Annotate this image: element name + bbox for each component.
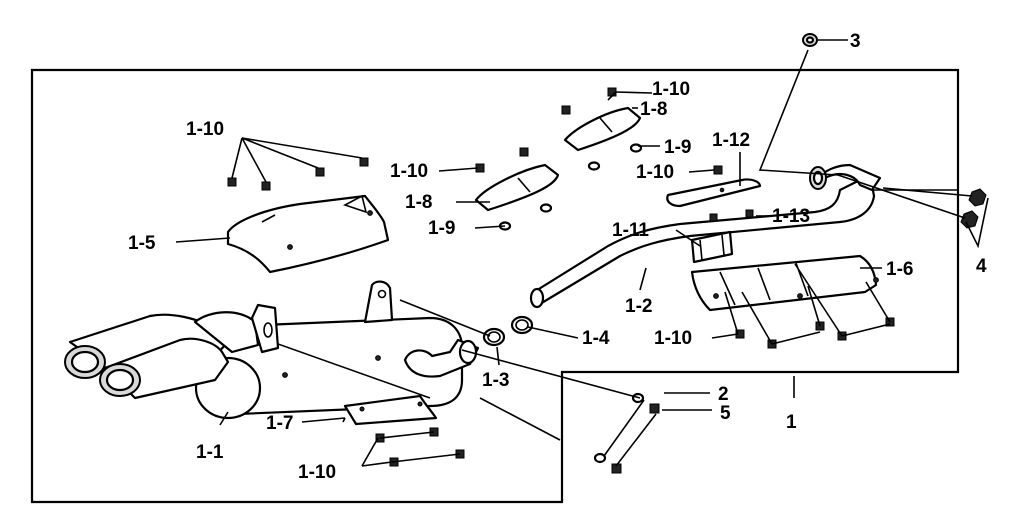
label-1-10-bottom-right: 1-10 <box>654 328 692 349</box>
leader-lines <box>175 39 989 467</box>
label-1-6: 1-6 <box>886 259 913 280</box>
heat-shield-side <box>690 254 879 312</box>
label-1: 1 <box>786 412 797 433</box>
nut-4a <box>968 188 987 207</box>
bolt-1-13a <box>709 213 718 222</box>
label-1-4: 1-4 <box>582 328 610 349</box>
label-1-10-mid: 1-10 <box>390 161 428 182</box>
assembly-frame <box>30 68 960 504</box>
heat-shield-small <box>343 394 438 426</box>
heat-shield-upper <box>563 106 642 152</box>
sealing-ring <box>510 315 534 335</box>
nut-4b <box>960 210 979 229</box>
label-1-3: 1-3 <box>482 370 509 391</box>
tail-pipes <box>64 311 260 400</box>
label-1-9-upper: 1-9 <box>664 137 691 158</box>
label-1-8-lower: 1-8 <box>405 192 432 213</box>
label-1-10-right: 1-10 <box>636 162 674 183</box>
label-3: 3 <box>850 31 861 52</box>
label-1-7: 1-7 <box>266 413 293 434</box>
label-1-13: 1-13 <box>772 206 810 227</box>
heat-shield-large <box>226 194 390 274</box>
label-1-10-left: 1-10 <box>186 119 224 140</box>
mounting-brackets <box>250 280 394 354</box>
label-1-1: 1-1 <box>196 442 224 463</box>
label-1-8-upper: 1-8 <box>640 99 667 120</box>
label-1-10-bottom: 1-10 <box>298 462 336 483</box>
heat-shield-mid <box>474 163 560 212</box>
label-1-2: 1-2 <box>625 296 652 317</box>
label-1-11: 1-11 <box>612 220 649 241</box>
bolt-1-13b <box>745 209 754 218</box>
nut-5 <box>649 403 660 414</box>
label-1-9-lower: 1-9 <box>428 218 455 239</box>
label-5: 5 <box>720 403 731 424</box>
label-1-5: 1-5 <box>128 233 156 254</box>
gasket <box>482 327 506 347</box>
label-4: 4 <box>976 256 987 277</box>
pipe-clamp <box>690 230 734 264</box>
header-heat-shield <box>666 178 762 208</box>
label-1-12: 1-12 <box>712 130 750 151</box>
label-2: 2 <box>718 384 729 405</box>
label-1-10-top: 1-10 <box>652 79 690 100</box>
